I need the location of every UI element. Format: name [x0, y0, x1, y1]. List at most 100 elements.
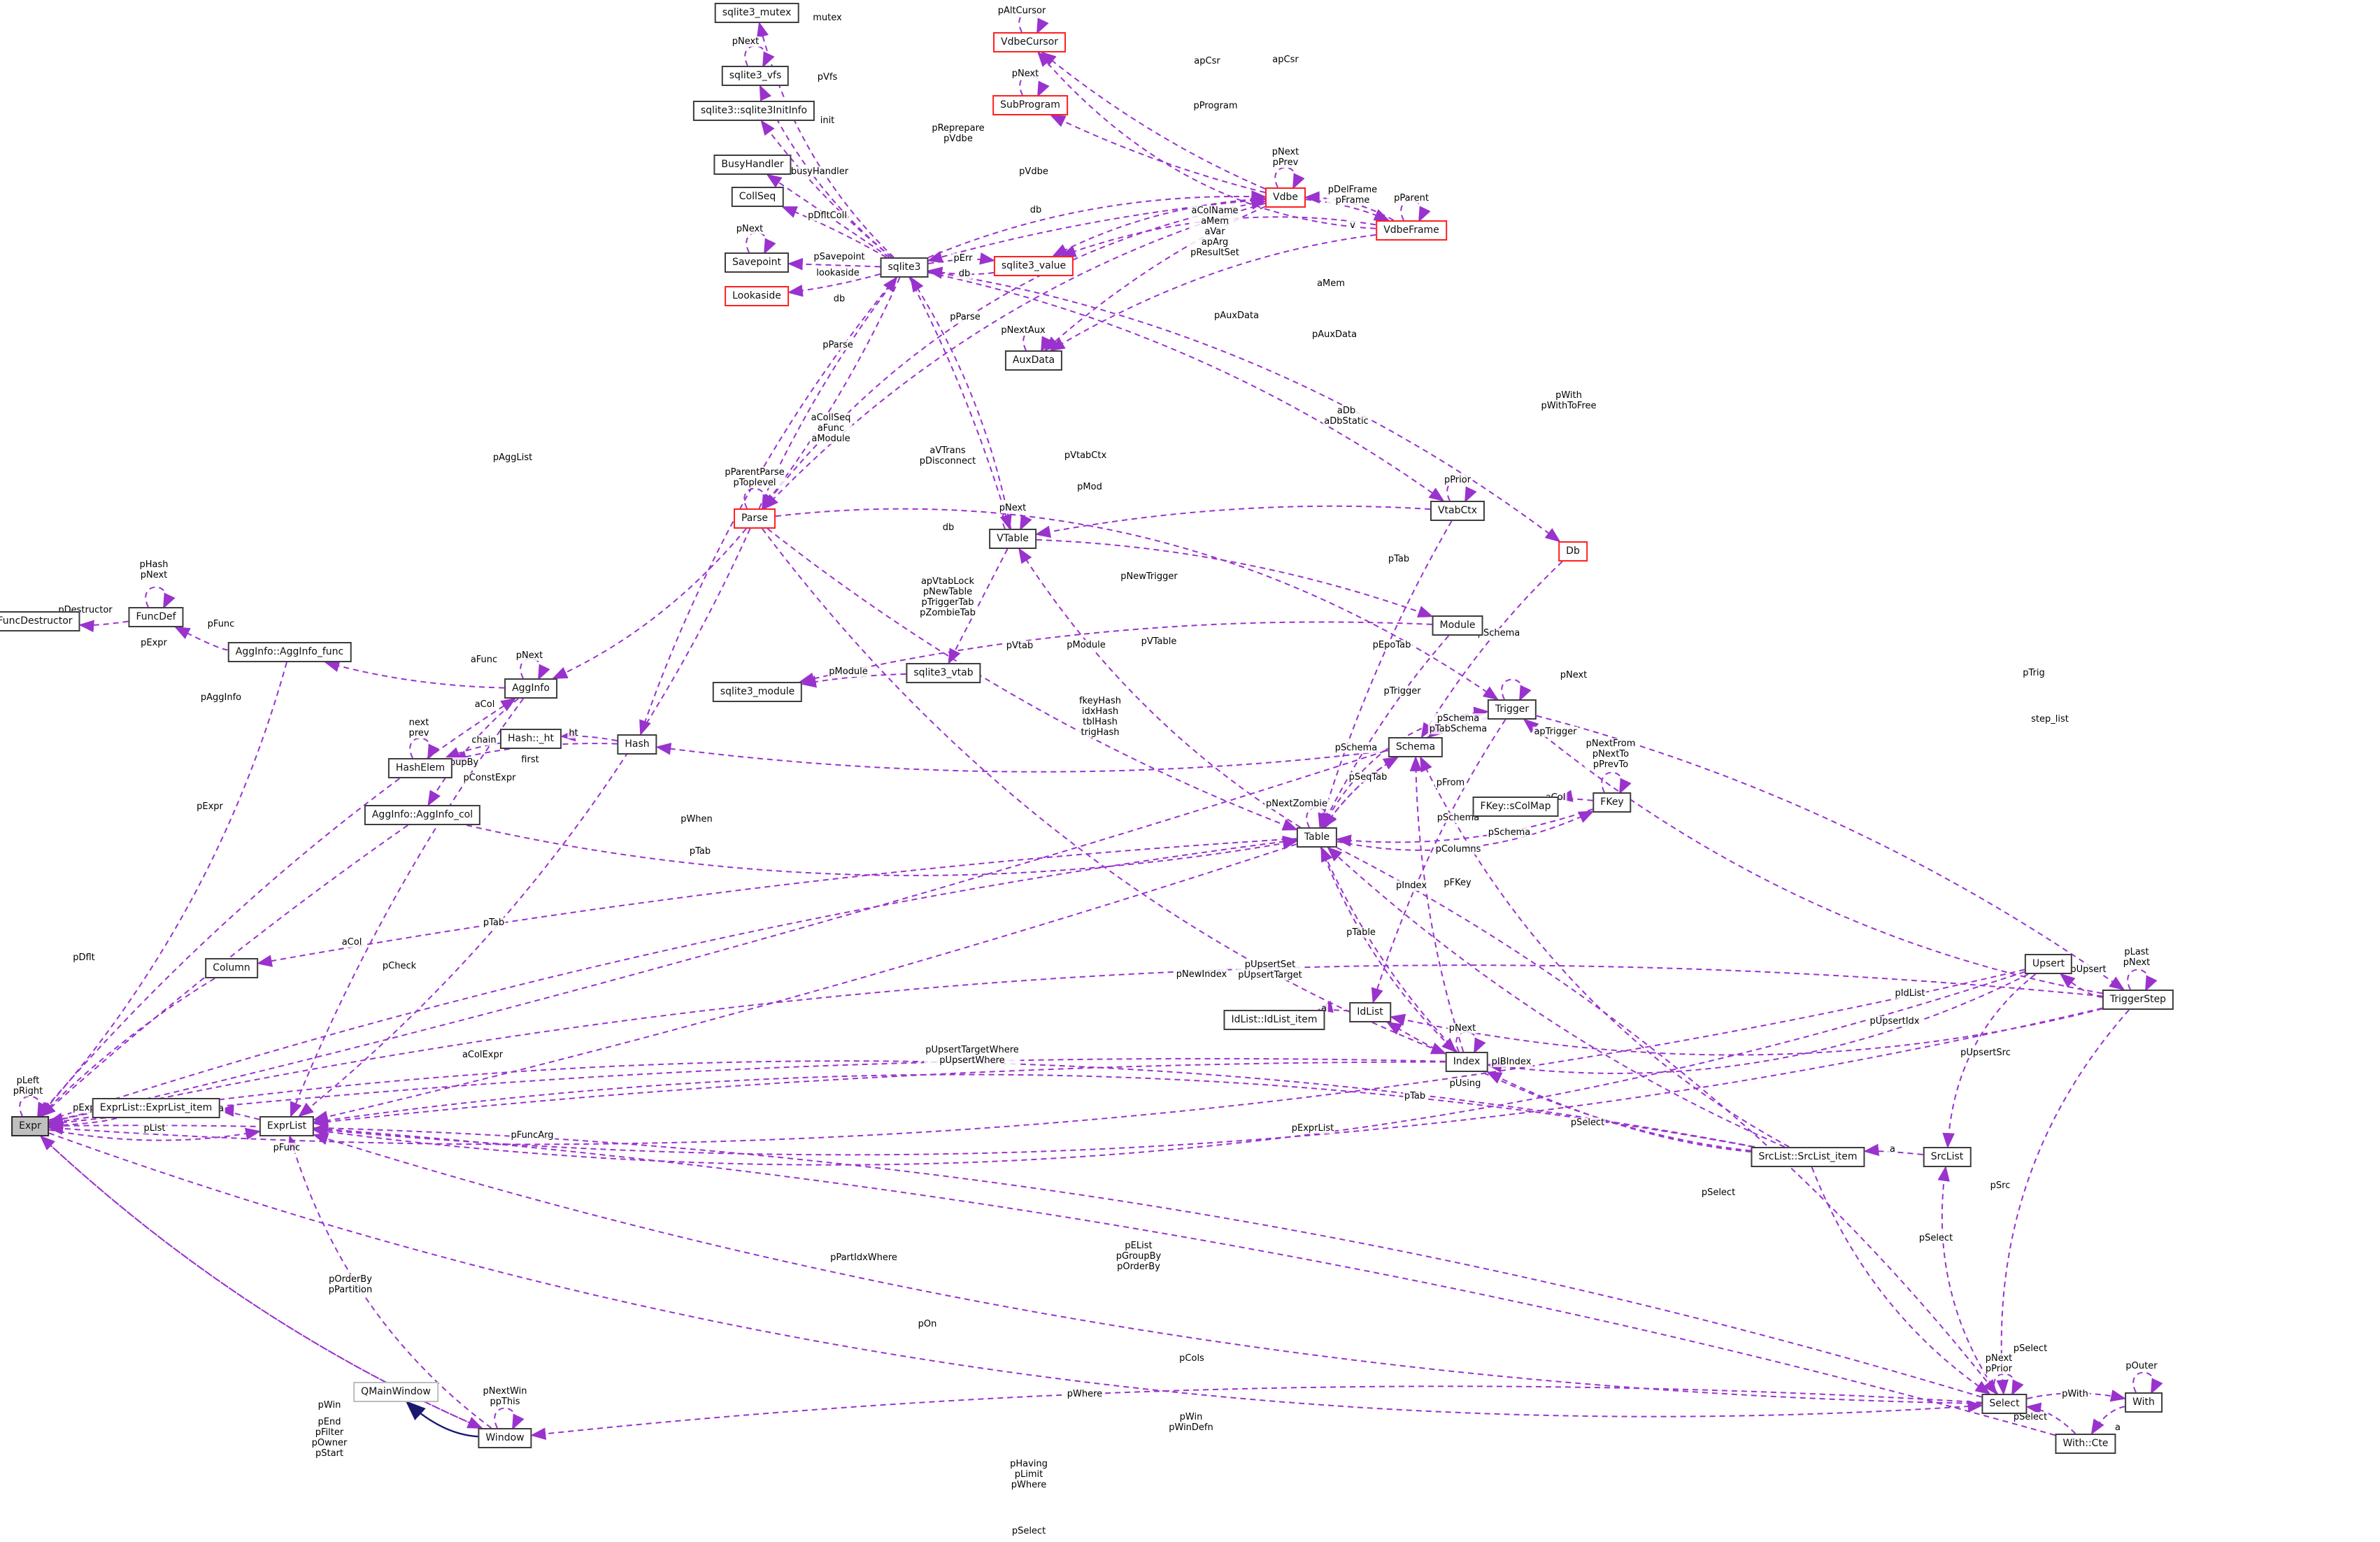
node-srclistitem[interactable]: SrcList::SrcList_item [1751, 1147, 1865, 1167]
node-triggerstep[interactable]: TriggerStep [2102, 990, 2174, 1010]
member-edge [1601, 771, 1632, 794]
member-edge [744, 45, 775, 68]
member-edge [287, 1134, 492, 1429]
node-hashht[interactable]: Hash::_ht [499, 729, 562, 749]
edge-label: pAggList [491, 452, 534, 463]
edge-label: pNextZombie [1264, 799, 1329, 809]
member-edge [1320, 847, 1458, 1053]
node-agginfocol[interactable]: AggInfo::AggInfo_col [364, 805, 481, 825]
node-table[interactable]: Table [1296, 827, 1338, 848]
node-vdbe[interactable]: Vdbe [1265, 187, 1306, 208]
edge-label: pHaving pLimit pWhere [1009, 1459, 1049, 1490]
node-scolmap[interactable]: FKey::sColMap [1472, 797, 1559, 817]
node-with[interactable]: With [2125, 1392, 2162, 1413]
node-agginfo[interactable]: AggInfo [504, 678, 557, 699]
member-edge [1002, 508, 1032, 531]
edge-label: busyHandler [789, 166, 850, 177]
member-edge [48, 835, 1299, 1121]
edge-label: pOuter [2124, 1361, 2159, 1371]
node-schema[interactable]: Schema [1388, 737, 1444, 757]
member-edge [1389, 1008, 2103, 1056]
member-edge [38, 697, 517, 1117]
node-idlistitem[interactable]: IdList::IdList_item [1223, 1010, 1325, 1030]
member-edge [409, 737, 440, 760]
node-vtabctx[interactable]: VtabCtx [1430, 501, 1485, 521]
member-edge [1420, 561, 1563, 738]
member-edge [1050, 115, 1266, 194]
edge-label: pNext [734, 224, 765, 234]
node-expr[interactable]: Expr [11, 1116, 49, 1136]
node-fkey[interactable]: FKey [1592, 792, 1632, 813]
node-savepoint[interactable]: Savepoint [724, 252, 790, 273]
edge-label: pReprepare pVdbe [930, 123, 986, 144]
member-edge [47, 1060, 1755, 1148]
node-exprlistitem[interactable]: ExprList::ExprList_item [92, 1098, 220, 1118]
node-hashelem[interactable]: HashElem [387, 758, 453, 778]
node-funcdestructor[interactable]: FuncDestructor [0, 611, 80, 631]
edge-label: a [1888, 1144, 1897, 1155]
member-edge [78, 620, 129, 633]
node-initinfo[interactable]: sqlite3::sqlite3InitInfo [692, 101, 815, 121]
node-module[interactable]: Module [1432, 615, 1483, 636]
node-idlist[interactable]: IdList [1349, 1002, 1391, 1022]
node-funcdef[interactable]: FuncDef [128, 607, 184, 627]
edge-label: apCsr [1192, 56, 1222, 66]
edge-label: pSeqTab [1347, 772, 1389, 783]
node-sqlite3[interactable]: sqlite3 [880, 257, 929, 278]
node-column[interactable]: Column [205, 958, 258, 978]
member-edge [1536, 715, 2125, 991]
node-withcte[interactable]: With::Cte [2055, 1434, 2116, 1454]
node-sqlite3module[interactable]: sqlite3_module [712, 682, 803, 702]
node-window[interactable]: Window [478, 1428, 532, 1448]
node-agginfofunc[interactable]: AggInfo::AggInfo_func [227, 642, 352, 662]
node-vdbecursor[interactable]: VdbeCursor [993, 32, 1066, 52]
node-upsert[interactable]: Upsert [2024, 954, 2073, 974]
node-vfs[interactable]: sqlite3_vfs [721, 66, 790, 86]
member-edge [1335, 808, 1593, 847]
node-auxdata[interactable]: AuxData [1004, 350, 1063, 371]
node-index[interactable]: Index [1445, 1052, 1488, 1072]
edge-label: pEpoTab [1371, 640, 1413, 650]
node-collseq[interactable]: CollSeq [731, 187, 784, 207]
node-db[interactable]: Db [1558, 541, 1588, 562]
edge-label: pWhere [1065, 1389, 1104, 1399]
edge-label: pModule [827, 666, 869, 677]
edge-label: pLeft pRight [11, 1076, 45, 1097]
node-vtable[interactable]: VTable [989, 529, 1036, 549]
edge-label: pParse [821, 340, 855, 350]
member-edge [1049, 234, 1376, 352]
node-srclist[interactable]: SrcList [1923, 1147, 1972, 1167]
node-parse[interactable]: Parse [733, 508, 776, 529]
edge-label: ht [567, 728, 580, 738]
edge-label: pTab [1386, 554, 1411, 564]
node-trigger[interactable]: Trigger [1487, 699, 1537, 720]
edge-label: pNext [1010, 69, 1041, 79]
member-edge [1318, 520, 1453, 829]
member-edge [1993, 1373, 2024, 1396]
edge-label: pExpr [195, 801, 225, 812]
node-hash[interactable]: Hash [617, 734, 657, 755]
node-mutex[interactable]: sqlite3_mutex [714, 3, 799, 23]
member-edge [1304, 191, 1395, 221]
edge-label: pNext [1447, 1023, 1478, 1034]
edge-label: aCol [473, 699, 497, 710]
node-lookaside[interactable]: Lookaside [725, 286, 789, 306]
edge-label: pEnd pFilter pOwner pStart [310, 1417, 349, 1459]
node-vdbeframe[interactable]: VdbeFrame [1376, 220, 1447, 241]
node-value[interactable]: sqlite3_value [993, 256, 1074, 276]
member-edge [1041, 51, 1266, 190]
node-sqlite3vtab[interactable]: sqlite3_vtab [906, 663, 981, 683]
node-select[interactable]: Select [1981, 1394, 2028, 1414]
member-edge [1274, 166, 1305, 190]
node-qmainwindow[interactable]: QMainWindow [353, 1382, 439, 1402]
edge-label: pSelect [1917, 1233, 1955, 1243]
member-edge [2090, 1406, 2125, 1435]
node-exprlist[interactable]: ExprList [259, 1116, 315, 1136]
node-subprogram[interactable]: SubProgram [992, 95, 1068, 115]
edge-label: pFKey [1442, 878, 1473, 888]
node-busyhandler[interactable]: BusyHandler [713, 155, 792, 175]
member-edge [218, 1104, 260, 1120]
edge-label: pUpsertTargetWhere pUpsertWhere [924, 1045, 1020, 1066]
edge-label: pSelect [1700, 1187, 1737, 1198]
